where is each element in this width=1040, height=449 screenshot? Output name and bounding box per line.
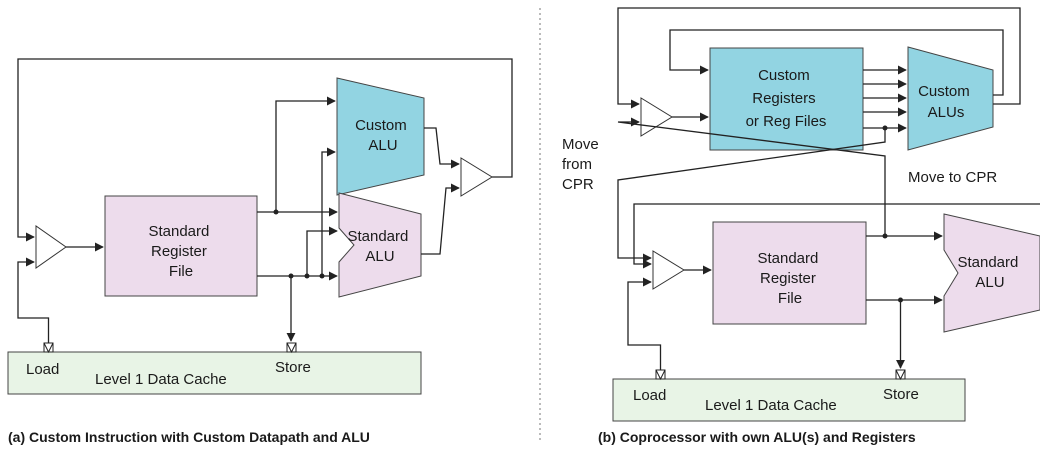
load-port-a (43, 342, 54, 353)
load-label-b: Load (633, 387, 666, 404)
standard-alu-a (338, 192, 422, 298)
custom-alu-label-a: Custom ALU (355, 117, 411, 154)
caption-a: (a) Custom Instruction with Custom Datap… (8, 429, 370, 445)
standard-input-mux (652, 250, 685, 290)
output-mux-a (460, 157, 493, 197)
move-to-cpr-label: Move to CPR (908, 169, 997, 186)
load-port-b (655, 369, 666, 380)
standard-alu-b (943, 213, 1040, 333)
store-label-b: Store (883, 386, 919, 403)
caption-b: (b) Coprocessor with own ALU(s) and Regi… (598, 429, 916, 445)
store-port-a (286, 342, 297, 353)
cache-label-b: Level 1 Data Cache (705, 397, 837, 414)
custom-alus-label: Custom ALUs (918, 83, 974, 121)
panel-b: Level 1 Data Cache Load Store Custom Reg… (562, 7, 1040, 445)
custom-registers-label: Custom Registers or Reg Files (746, 67, 827, 130)
standard-alu-label-b: Standard ALU (957, 254, 1022, 291)
standard-register-file-a (104, 195, 258, 297)
level1-data-cache-a (7, 351, 422, 395)
standard-register-file-b (712, 221, 867, 325)
input-mux-a (35, 225, 67, 269)
panel-a: Level 1 Data Cache Load Store Standard R… (7, 58, 513, 445)
custom-alu-a (336, 77, 425, 196)
store-port-b (895, 369, 906, 380)
store-label-a: Store (275, 359, 311, 376)
move-from-cpr-label: Move from CPR (562, 136, 603, 193)
load-label-a: Load (26, 361, 59, 378)
custom-registers (709, 47, 864, 151)
custom-input-mux (640, 97, 673, 137)
srf-label-a: Standard Register File (148, 223, 213, 280)
level1-data-cache-b (612, 378, 966, 422)
standard-alu-label-a: Standard ALU (347, 228, 412, 265)
srf-label-b: Standard Register File (757, 250, 822, 307)
cache-label-a: Level 1 Data Cache (95, 371, 227, 388)
custom-alus (907, 46, 994, 151)
